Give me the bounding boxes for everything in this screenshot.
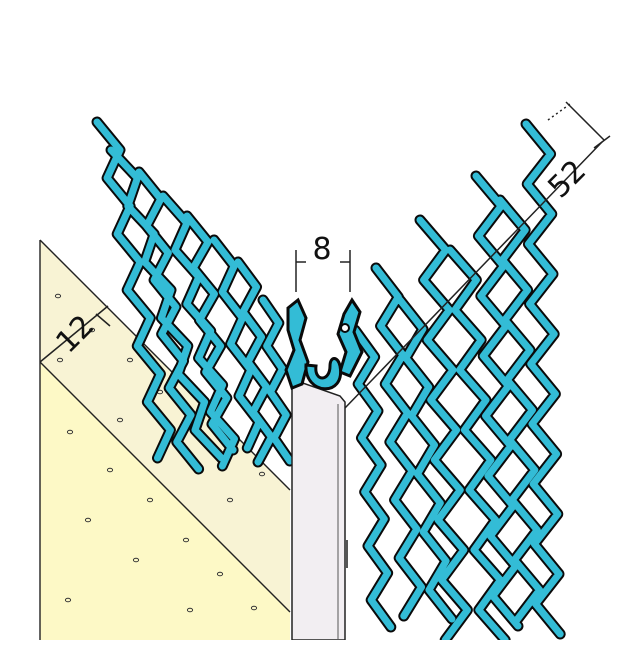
dim-52-line xyxy=(344,141,603,409)
dim-52-top-line xyxy=(565,101,605,141)
nose-bead-hole xyxy=(340,323,350,333)
base-plaster-layer xyxy=(40,362,290,640)
right-mesh-wing xyxy=(349,118,566,645)
grain-dot xyxy=(146,497,154,503)
left-mesh-wing xyxy=(91,116,296,475)
right-mesh-strands xyxy=(351,120,564,644)
dimension-nose-width: 8 xyxy=(295,232,351,292)
dim-8-label: 8 xyxy=(312,232,331,267)
nose-bead-loop xyxy=(304,357,343,391)
nose-profile-strip xyxy=(291,381,346,641)
nose-profile xyxy=(284,297,364,641)
grain-dot xyxy=(64,597,72,603)
grain-dot xyxy=(186,607,194,613)
grain-dot xyxy=(216,571,224,577)
grain-dot xyxy=(258,471,266,477)
dim-52-tick xyxy=(593,135,611,149)
grain-dot xyxy=(84,517,92,523)
nose-clip-right xyxy=(336,297,364,378)
nose-profile-slot xyxy=(344,540,348,568)
grain-dot xyxy=(66,429,74,435)
grain-dot xyxy=(226,497,234,503)
nose-clip xyxy=(284,297,310,390)
dim-12-tick xyxy=(95,313,111,327)
dimension-wing-length: 52 xyxy=(344,101,611,409)
grain-dot xyxy=(250,605,258,611)
left-mesh-strands xyxy=(93,118,294,473)
grain-dot xyxy=(106,467,114,473)
grain-dot xyxy=(56,357,64,363)
plaster-layer-boundary xyxy=(39,361,291,613)
grain-dot xyxy=(132,557,140,563)
grain-dot xyxy=(54,293,62,299)
grain-dot xyxy=(88,327,96,333)
dim-52-extension xyxy=(547,103,571,121)
grain-dot xyxy=(126,357,134,363)
grain-dot xyxy=(116,417,124,423)
grain-dot xyxy=(182,537,190,543)
